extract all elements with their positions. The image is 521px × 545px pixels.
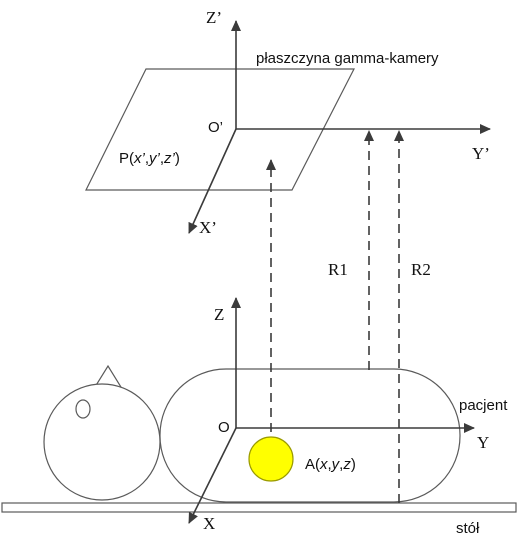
lower-origin-label: O [218,419,230,436]
upper-y-axis-label: Y’ [472,144,490,163]
source-point-label: A(x,y,z) [305,456,356,473]
table-label: stół [456,520,480,537]
lower-y-axis-label: Y [477,433,489,452]
upper-x-axis [188,128,237,234]
gamma-camera-plane [85,68,355,191]
patient-eye [75,399,91,419]
table [1,502,517,513]
patient-head [43,383,161,501]
patient-label: pacjent [459,397,508,414]
patient-body [159,368,461,503]
ray-r1-label: R1 [328,260,348,279]
gamma-camera-plane-label: płaszczyna gamma-kamery [256,50,439,67]
upper-x-axis-label: X’ [199,218,217,237]
radiation-source-point [248,436,294,482]
lower-x-axis-label: X [203,514,215,533]
projection-point-label: P(x’,y’,z’) [119,150,180,167]
upper-z-axis-label: Z’ [206,8,222,27]
lower-z-axis-label: Z [214,305,224,324]
ray-r2-label: R2 [411,260,431,279]
lower-x-axis [188,427,237,524]
upper-origin-label: O’ [208,119,223,136]
